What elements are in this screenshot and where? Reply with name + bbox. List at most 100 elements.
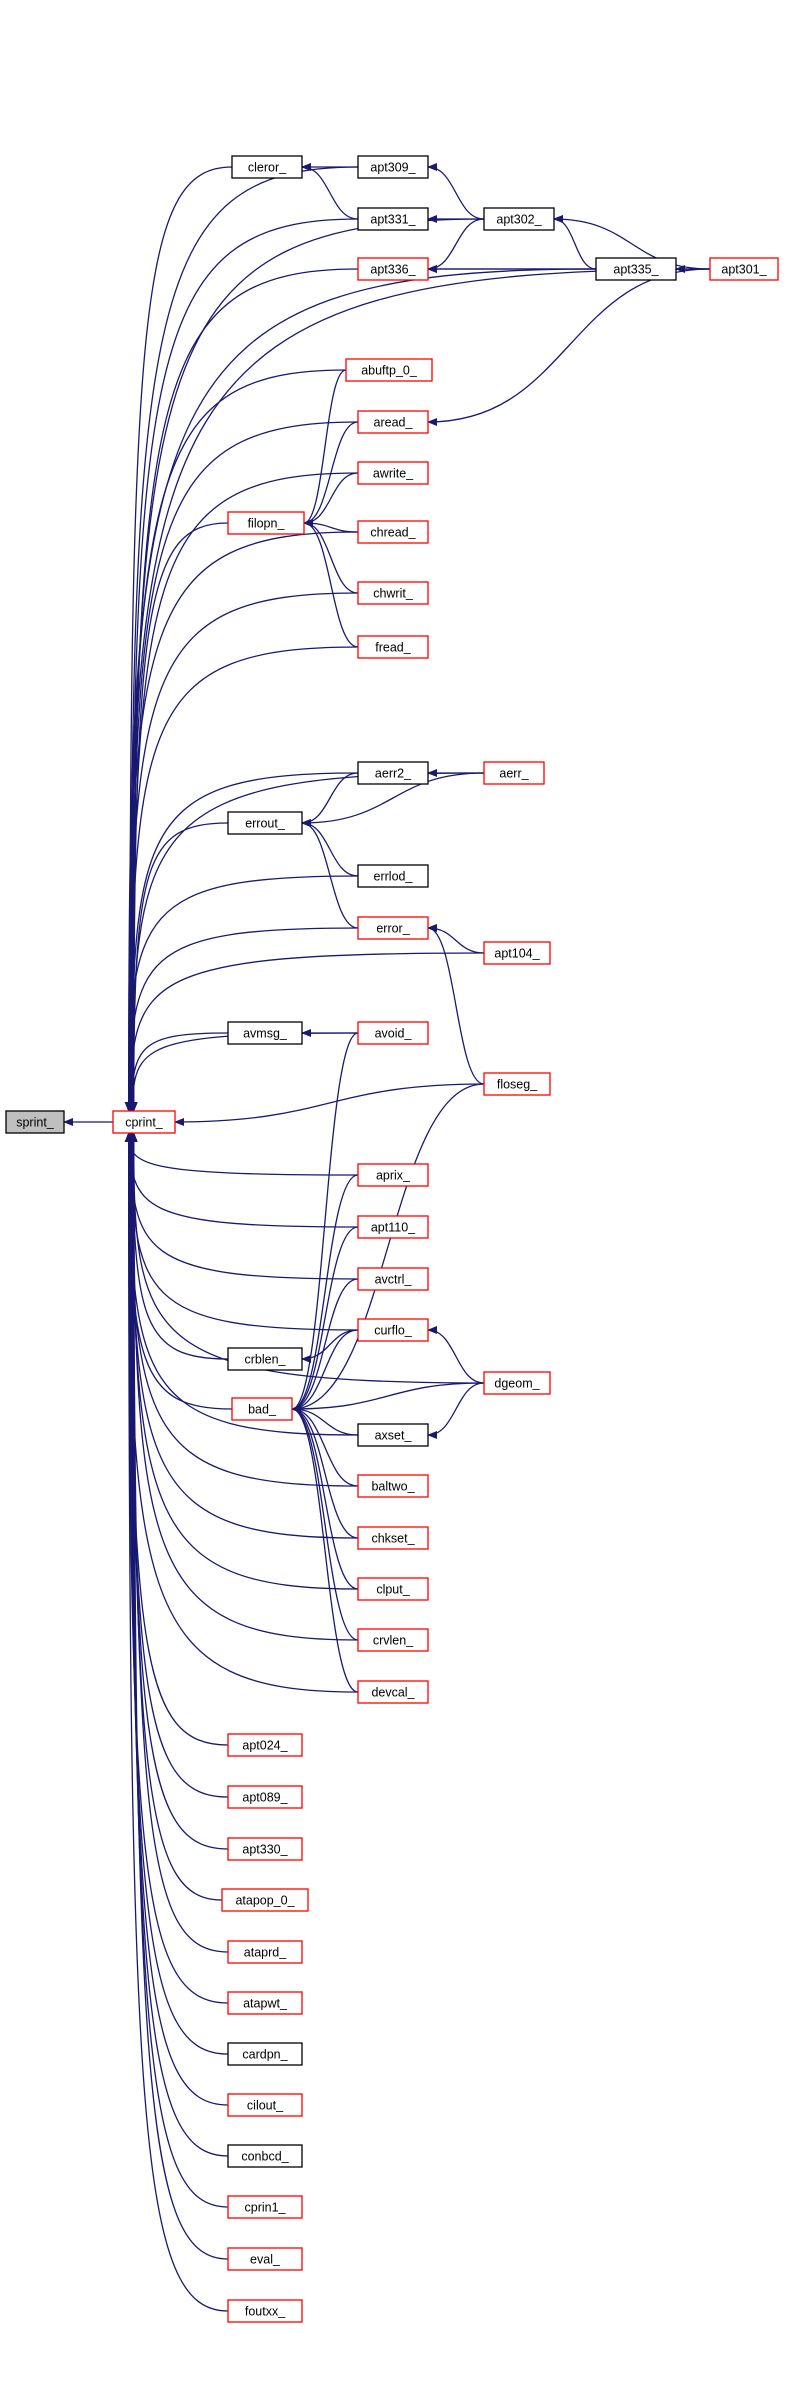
node-label-axset: axset_: [375, 1429, 413, 1443]
node-apt089[interactable]: apt089_: [227, 1785, 303, 1809]
edge-eval-to-cprint: [129, 1132, 229, 2260]
node-conbcd[interactable]: conbcd_: [227, 2144, 303, 2168]
node-cardpn[interactable]: cardpn_: [227, 2042, 303, 2066]
edge-apt301-to-aread: [427, 268, 711, 426]
edge-crvlen-to-bad: [291, 1405, 359, 1641]
node-clput[interactable]: clput_: [357, 1577, 429, 1601]
edge-atapop0-to-cprint: [128, 1132, 223, 1901]
node-box-awrite: [357, 461, 429, 485]
edge-baltwo-to-bad: [291, 1405, 359, 1487]
node-errlod[interactable]: errlod_: [357, 864, 429, 888]
node-apt104[interactable]: apt104_: [483, 941, 551, 965]
node-crvlen[interactable]: crvlen_: [357, 1628, 429, 1652]
node-devcal[interactable]: devcal_: [357, 1680, 429, 1704]
node-eval[interactable]: eval_: [227, 2247, 303, 2271]
node-aread[interactable]: aread_: [357, 410, 429, 434]
node-box-apt309: [357, 155, 429, 179]
node-errout[interactable]: errout_: [227, 811, 303, 835]
node-bad[interactable]: bad_: [231, 1397, 293, 1421]
node-label-floseg: floseg_: [497, 1078, 538, 1092]
node-label-apt110: apt110_: [371, 1221, 416, 1235]
edge-awrite-to-cprint: [128, 472, 359, 1112]
node-apt330[interactable]: apt330_: [227, 1837, 303, 1861]
edge-avoid-to-cprint: [128, 1032, 359, 1112]
node-baltwo[interactable]: baltwo_: [357, 1474, 429, 1498]
node-abuftp0[interactable]: abuftp_0_: [345, 358, 433, 382]
node-label-apt302: apt302_: [496, 213, 542, 227]
edge-apt110-to-bad: [291, 1226, 359, 1413]
node-crblen[interactable]: crblen_: [227, 1347, 303, 1371]
function-nodes: sprint_cprint_cleror_apt309_apt331_apt30…: [5, 155, 779, 2323]
node-label-devcal: devcal_: [371, 1686, 415, 1700]
node-label-aerr: aerr_: [499, 767, 529, 781]
node-chread[interactable]: chread_: [357, 520, 429, 544]
node-label-clput: clput_: [376, 1583, 410, 1597]
node-axset[interactable]: axset_: [357, 1423, 429, 1447]
node-fread[interactable]: fread_: [357, 635, 429, 659]
node-apt301[interactable]: apt301_: [709, 257, 779, 281]
node-dgeom[interactable]: dgeom_: [483, 1371, 551, 1395]
node-apt336[interactable]: apt336_: [357, 257, 429, 281]
node-box-conbcd: [227, 2144, 303, 2168]
edge-avctrl-to-bad: [291, 1278, 359, 1413]
edge-conbcd-to-cprint: [127, 1132, 229, 2157]
node-awrite[interactable]: awrite_: [357, 461, 429, 485]
edge-error-to-errout: [301, 819, 359, 929]
node-cprint[interactable]: cprint_: [112, 1110, 176, 1134]
edge-fread-to-cprint: [126, 646, 359, 1112]
node-avmsg[interactable]: avmsg_: [227, 1021, 303, 1045]
node-aerr[interactable]: aerr_: [483, 761, 545, 785]
node-box-apt089: [227, 1785, 303, 1809]
edge-aprix-to-bad: [291, 1174, 359, 1413]
node-chwrit[interactable]: chwrit_: [357, 581, 429, 605]
node-avctrl[interactable]: avctrl_: [357, 1267, 429, 1291]
node-filopn[interactable]: filopn_: [227, 511, 305, 535]
node-apt335[interactable]: apt335_: [595, 257, 677, 281]
node-box-atapop0: [221, 1888, 309, 1912]
node-apt302[interactable]: apt302_: [483, 207, 555, 231]
node-box-crvlen: [357, 1628, 429, 1652]
edge-avctrl-to-cprint: [126, 1132, 359, 1280]
node-cleror[interactable]: cleror_: [231, 155, 303, 179]
node-box-apt330: [227, 1837, 303, 1861]
node-label-apt336: apt336_: [370, 263, 416, 277]
node-label-avctrl: avctrl_: [375, 1273, 413, 1287]
node-aprix[interactable]: aprix_: [357, 1163, 429, 1187]
node-box-errout: [227, 811, 303, 835]
node-label-atapop0: atapop_0_: [235, 1894, 295, 1908]
edge-chkset-to-cprint: [127, 1132, 359, 1539]
node-floseg[interactable]: floseg_: [483, 1072, 551, 1096]
node-ataprd[interactable]: ataprd_: [227, 1940, 303, 1964]
node-apt024[interactable]: apt024_: [227, 1733, 303, 1757]
node-label-apt335: apt335_: [613, 263, 659, 277]
node-atapwt[interactable]: atapwt_: [227, 1991, 303, 2015]
node-box-aprix: [357, 1163, 429, 1187]
node-box-cilout: [227, 2093, 303, 2117]
edge-floseg-to-bad: [291, 1083, 485, 1413]
edge-aerr2-to-errout: [301, 772, 359, 827]
node-foutxx[interactable]: foutxx_: [227, 2299, 303, 2323]
node-box-fread: [357, 635, 429, 659]
node-box-aerr: [483, 761, 545, 785]
edge-dgeom-to-axset: [427, 1382, 485, 1439]
node-cprin1[interactable]: cprin1_: [227, 2195, 303, 2219]
node-label-atapwt: atapwt_: [243, 1997, 288, 2011]
node-apt110[interactable]: apt110_: [357, 1215, 429, 1239]
node-label-errout: errout_: [245, 817, 286, 831]
node-error[interactable]: error_: [357, 916, 429, 940]
node-label-chkset: chkset_: [371, 1532, 415, 1546]
node-avoid[interactable]: avoid_: [357, 1021, 429, 1045]
node-apt309[interactable]: apt309_: [357, 155, 429, 179]
node-curflo[interactable]: curflo_: [357, 1318, 429, 1342]
edge-chkset-to-bad: [291, 1405, 359, 1539]
node-apt331[interactable]: apt331_: [357, 207, 429, 231]
edge-aprix-to-cprint: [124, 1132, 359, 1176]
node-chkset[interactable]: chkset_: [357, 1526, 429, 1550]
edge-apt104-to-cprint: [126, 952, 485, 1112]
edge-dgeom-to-cprint: [129, 1132, 485, 1384]
node-aerr2[interactable]: aerr2_: [357, 761, 429, 785]
node-cilout[interactable]: cilout_: [227, 2093, 303, 2117]
edge-errlod-to-cprint: [124, 875, 359, 1112]
node-box-avmsg: [227, 1021, 303, 1045]
node-atapop0[interactable]: atapop_0_: [221, 1888, 309, 1912]
